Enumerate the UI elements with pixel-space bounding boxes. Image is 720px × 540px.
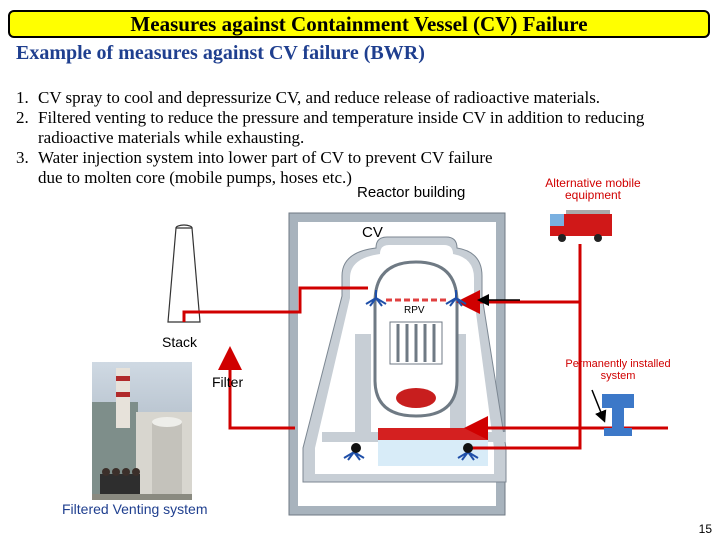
item-text: Filtered venting to reduce the pressure … xyxy=(38,108,645,147)
slide-title: Measures against Containment Vessel (CV)… xyxy=(8,10,710,38)
filtered-venting-label: Filtered Venting system xyxy=(62,501,208,517)
permanently-installed-system-label: Permanently installed system xyxy=(556,358,680,382)
filter-label: Filter xyxy=(212,374,244,390)
pump-icon xyxy=(351,443,361,453)
measure-item: 2. Filtered venting to reduce the pressur… xyxy=(16,108,716,148)
fire-truck-icon xyxy=(550,210,612,242)
permanent-pump-icon xyxy=(602,394,634,436)
filtered-venting-photo xyxy=(92,362,192,500)
pipes xyxy=(182,244,668,450)
rpv-label: RPV xyxy=(404,305,425,316)
stack-label: Stack xyxy=(162,334,198,350)
measure-item: 3. Water injection system into lower part… xyxy=(16,148,518,188)
item-text: CV spray to cool and depressurize CV, an… xyxy=(38,88,601,107)
cv-label: CV xyxy=(362,224,383,241)
reactor-pressure-vessel xyxy=(373,260,459,418)
measures-list: 1. CV spray to cool and depressurize CV, … xyxy=(16,88,716,188)
item-text: Water injection system into lower part o… xyxy=(38,148,493,187)
perm-line2: system xyxy=(600,370,636,382)
item-number: 3. xyxy=(16,148,29,167)
page-number: 15 xyxy=(699,522,713,536)
vent-pipe xyxy=(182,286,368,322)
alt-mobile-line1: Alternative mobile xyxy=(545,176,641,190)
alt-mobile-line2: equipment xyxy=(564,188,622,202)
alternative-mobile-equipment-label: Alternative mobile equipment xyxy=(520,177,666,201)
filter-pipe xyxy=(228,372,295,430)
measure-item: 1. CV spray to cool and depressurize CV, … xyxy=(16,88,716,108)
item-number: 1. xyxy=(16,88,29,107)
perm-line1: Permanently installed xyxy=(565,358,671,370)
reactor-building-label: Reactor building xyxy=(357,184,466,201)
pump-icon xyxy=(463,443,473,453)
item-number: 2. xyxy=(16,108,29,127)
stack-icon xyxy=(167,224,201,323)
mobile-injection-pipe xyxy=(470,302,582,450)
slide-subtitle: Example of measures against CV failure (… xyxy=(16,42,425,64)
